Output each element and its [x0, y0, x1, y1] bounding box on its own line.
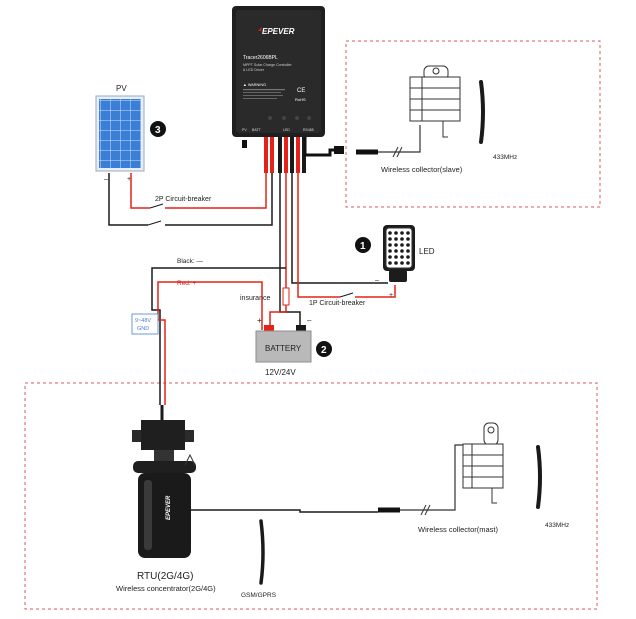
- rtu-note-line-2: GND: [137, 326, 149, 332]
- led-dot: [394, 243, 398, 247]
- slave-freq: 433MHz: [493, 154, 517, 161]
- led-dot: [400, 243, 404, 247]
- led-dot: [394, 231, 398, 235]
- led-dot: [388, 237, 392, 241]
- rtu-brand: EPEVER: [166, 495, 172, 520]
- battery-marker: 2: [321, 345, 327, 356]
- wireless-collector-slave: Wireless collector(slave) 433MHz: [356, 65, 517, 174]
- led-dot: [406, 249, 410, 253]
- mast-freq: 433MHz: [545, 522, 569, 529]
- led-dot: [400, 261, 404, 265]
- rohs-mark: RoHS: [295, 97, 306, 102]
- led-dot: [400, 237, 404, 241]
- battery-voltage: 12V/24V: [265, 368, 296, 377]
- red-wire-label: Red: +: [177, 280, 197, 287]
- two-pole-breaker-label: 2P Circuit-breaker: [155, 196, 212, 203]
- led-dot: [394, 255, 398, 259]
- insurance-label: insurance: [240, 295, 270, 302]
- pv-wires: [108, 173, 273, 226]
- led-dot: [400, 231, 404, 235]
- controller-desc-2: & LED Driver: [243, 68, 265, 72]
- rtu-sublabel: Wireless concentrator(2G/4G): [116, 584, 216, 593]
- battery-plus: +: [257, 316, 262, 325]
- led-dot: [388, 231, 392, 235]
- rtu-concentrator: EPEVER RTU(2G/4G) Wireless concentrator(…: [116, 405, 378, 599]
- battery-label: BATTERY: [265, 344, 302, 353]
- led-dot-grid: [388, 231, 410, 265]
- led-dot: [388, 261, 392, 265]
- battery: BATTERY + – 12V/24V 2: [255, 316, 332, 377]
- led-marker: 1: [360, 241, 366, 252]
- controller-warning: ▲ WARNING: [243, 83, 266, 87]
- slave-region: [345, 40, 601, 208]
- led-minus: –: [375, 277, 379, 284]
- led-dot: [394, 237, 398, 241]
- terminal-led: LED: [283, 128, 290, 132]
- led-dot: [400, 249, 404, 253]
- led-dot: [406, 255, 410, 259]
- one-pole-breaker-label: 1P Circuit-breaker: [309, 300, 366, 307]
- mast-label: Wireless collector(mast): [418, 525, 499, 534]
- led-dot: [400, 255, 404, 259]
- rtu-note-line-1: 9~48V: [135, 318, 151, 324]
- led-dot: [406, 237, 410, 241]
- pv-plus: +: [127, 176, 131, 183]
- rtu-label: RTU(2G/4G): [137, 571, 194, 582]
- battery-minus: –: [307, 316, 312, 325]
- led-dot: [388, 249, 392, 253]
- controller-cables: [242, 137, 344, 173]
- led-dot: [406, 231, 410, 235]
- led-label: LED: [419, 247, 435, 256]
- controller-desc-1: MPPT Solar Charge Controller: [243, 63, 292, 67]
- battery-wires: [151, 173, 396, 405]
- led-dot: [394, 249, 398, 253]
- fuse-icon: [282, 287, 290, 306]
- led-dot: [406, 243, 410, 247]
- led-dot: [406, 261, 410, 265]
- led-dot: [388, 243, 392, 247]
- wireless-collector-mast: Wireless collector(mast) 433MHz: [378, 422, 569, 534]
- led-dot: [394, 261, 398, 265]
- controller-brand: EPEVER: [262, 27, 295, 36]
- terminal-batt: BATT: [252, 128, 262, 132]
- led-plus: +: [389, 292, 393, 299]
- led-lamp: 1 LED – +: [355, 225, 435, 299]
- ce-mark: CE: [297, 88, 305, 94]
- mast-region: [24, 382, 598, 610]
- rtu-voltage-note: 9~48V GND: [131, 313, 159, 335]
- pv-minus: –: [104, 176, 108, 183]
- pv-label: PV: [116, 84, 127, 93]
- slave-label: Wireless collector(slave): [381, 165, 463, 174]
- gsm-antenna-label: GSM/GPRS: [241, 592, 277, 599]
- pv-marker: 3: [155, 125, 161, 136]
- terminal-pv: PV: [242, 128, 247, 132]
- black-wire-label: Black: —: [177, 258, 204, 265]
- controller-model: Tracer2606BPL: [243, 55, 278, 61]
- led-dot: [388, 255, 392, 259]
- pv-panel: PV – + 3: [95, 84, 166, 183]
- charge-controller: EPEVER Tracer2606BPL MPPT Solar Charge C…: [232, 6, 325, 137]
- terminal-rs485: RS485: [303, 128, 314, 132]
